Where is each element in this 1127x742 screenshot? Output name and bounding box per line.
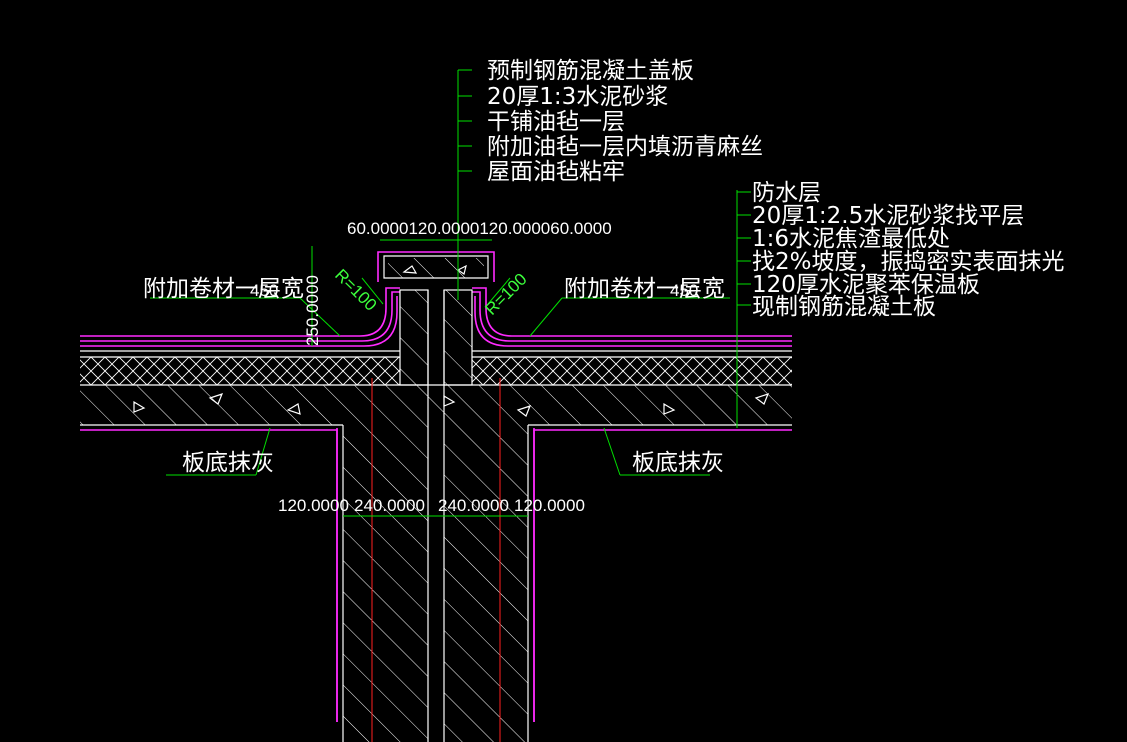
label-insulation: 120厚水泥聚苯保温板 xyxy=(752,272,980,298)
label-screed: 20厚1:2.5水泥砂浆找平层 xyxy=(752,203,1024,229)
precast-cover-plate xyxy=(377,251,495,282)
dim-height: 250.0000 xyxy=(303,275,322,346)
label-right-additional-width: 450 xyxy=(670,281,698,300)
label-cinder-fill: 1:6水泥焦渣最低处 xyxy=(752,226,950,252)
label-waterproof-layer: 防水层 xyxy=(752,180,821,206)
center-labels: 预制钢筋混凝土盖板 20厚1:3水泥砂浆 干铺油毡一层 附加油毡一层内填沥青麻丝… xyxy=(487,58,763,185)
centerlines xyxy=(371,378,501,742)
insulation-layer xyxy=(80,356,792,385)
label-ceiling-right: 板底抹灰 xyxy=(632,450,724,476)
label-concrete-slab: 现制钢筋混凝土板 xyxy=(752,294,936,320)
leader-lines xyxy=(150,69,751,517)
radius-left: R=100 xyxy=(331,265,380,314)
dim-bottom-1: 120.0000 xyxy=(278,496,349,515)
side-labels: 附加卷材一层宽 450 附加卷材一层宽 450 板底抹灰 板底抹灰 xyxy=(143,276,725,476)
label-ceiling-left: 板底抹灰 xyxy=(182,450,274,476)
label-dry-felt: 干铺油毡一层 xyxy=(487,109,625,135)
label-right-additional: 附加卷材一层宽 xyxy=(564,276,725,302)
waterproof-layers xyxy=(80,287,792,352)
label-left-additional-width: 450 xyxy=(250,281,278,300)
dim-top: 60.0000120.0000120.000060.0000 xyxy=(347,219,612,238)
dim-bottom-4: 120.0000 xyxy=(514,496,585,515)
dim-bottom-2: 240.0000 xyxy=(354,496,425,515)
label-additional-felt: 附加油毡一层内填沥青麻丝 xyxy=(487,134,763,160)
label-precast-cover: 预制钢筋混凝土盖板 xyxy=(487,58,694,84)
right-labels: 防水层 20厚1:2.5水泥砂浆找平层 1:6水泥焦渣最低处 找2%坡度，振捣密… xyxy=(752,180,1065,320)
label-left-additional: 附加卷材一层宽 xyxy=(143,276,304,302)
upstand-curbs xyxy=(399,289,473,386)
label-cement-mortar: 20厚1:3水泥砂浆 xyxy=(487,84,668,110)
dim-bottom-3: 240.0000 xyxy=(438,496,509,515)
label-roof-felt: 屋面油毡粘牢 xyxy=(487,159,625,185)
radius-right: R=100 xyxy=(481,270,530,319)
label-slope: 找2%坡度，振捣密实表面抹光 xyxy=(752,249,1065,275)
wall-section xyxy=(336,290,535,742)
